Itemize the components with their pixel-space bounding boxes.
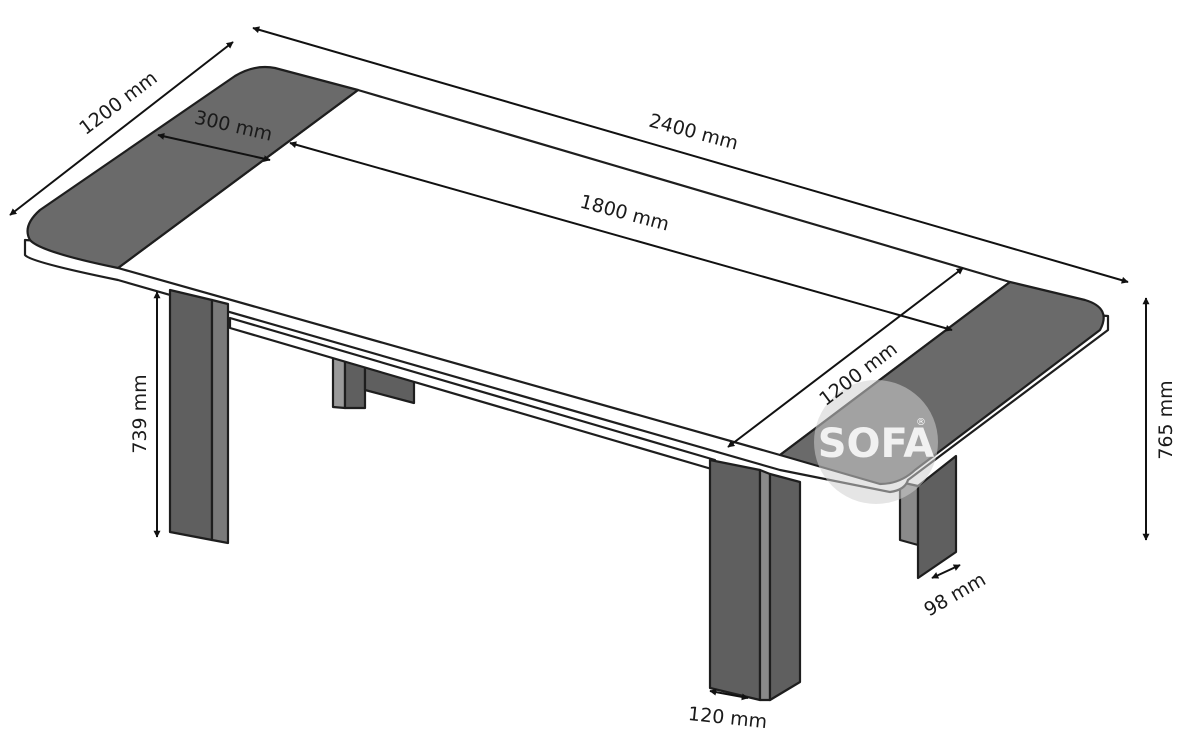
label-leg-depth: 98 mm <box>920 568 989 621</box>
dim-line-overall-width <box>9 41 234 216</box>
dim-line-inner-width <box>727 267 964 448</box>
front-right-leg <box>708 458 802 702</box>
dim-line-leg-depth <box>931 564 961 579</box>
front-left-leg <box>168 288 230 545</box>
dim-line-extension-width <box>157 132 271 163</box>
svg-text:®: ® <box>916 417 926 428</box>
label-leg-height: 739 mm <box>129 374 151 453</box>
label-leg-width: 120 mm <box>687 703 768 733</box>
back-right-leg <box>898 454 958 580</box>
label-total-height: 765 mm <box>1155 380 1177 459</box>
label-overall-width: 1200 mm <box>75 67 161 140</box>
label-overall-length: 2400 mm <box>647 110 741 155</box>
dim-line-leg-width <box>709 688 749 701</box>
